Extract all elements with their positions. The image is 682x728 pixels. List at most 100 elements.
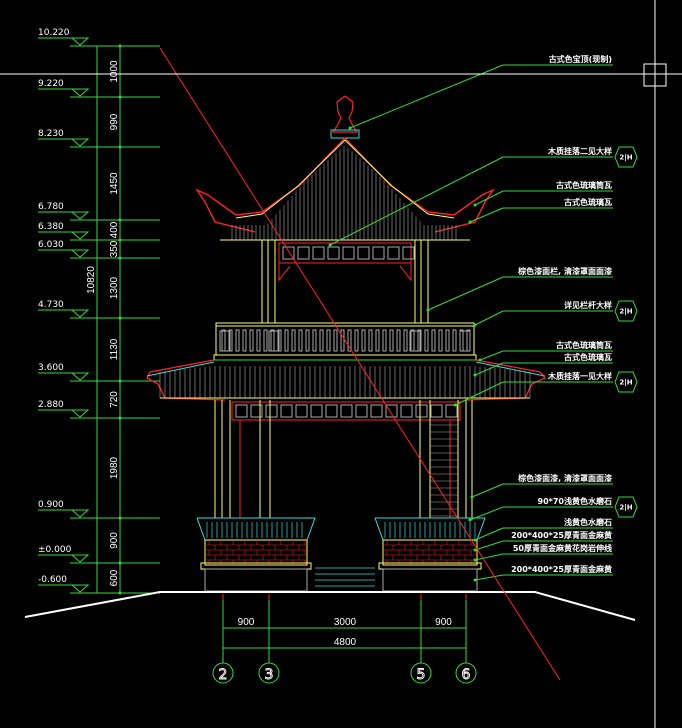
lattice-panel xyxy=(327,246,340,260)
lattice-panel xyxy=(325,404,338,418)
callout-reference: 2|H xyxy=(619,308,632,317)
elevation-label: 6.030 xyxy=(38,240,64,250)
callout-hexagon xyxy=(614,146,638,168)
leader-dot xyxy=(348,126,352,130)
dim-tick xyxy=(118,44,122,48)
elevation-label: 10.220 xyxy=(38,28,70,38)
callout-reference: 2|H xyxy=(619,379,632,388)
baluster xyxy=(340,329,345,352)
leader-dot xyxy=(473,548,477,552)
finial-base xyxy=(330,129,360,139)
baluster xyxy=(298,329,303,352)
segment-dim-value: 720 xyxy=(109,391,120,408)
brick-base xyxy=(382,539,478,566)
baluster xyxy=(452,329,457,352)
baluster xyxy=(242,329,247,352)
lattice-panel xyxy=(265,404,278,418)
level-marker-icon xyxy=(71,88,90,97)
baluster xyxy=(382,329,387,352)
brick-base xyxy=(204,539,308,566)
dim-tick xyxy=(118,379,122,383)
dim-tick xyxy=(118,256,122,260)
lattice-panel xyxy=(372,246,385,260)
leader-line xyxy=(474,362,504,376)
leader-dot xyxy=(473,578,477,582)
total-width-value: 4800 xyxy=(334,637,357,648)
lattice-panel xyxy=(385,404,398,418)
segment-dim-value: 400 xyxy=(109,221,120,238)
segment-dim-value: 900 xyxy=(109,532,120,549)
level-marker-icon xyxy=(71,138,90,147)
lattice-panel xyxy=(340,404,353,418)
leader-line xyxy=(349,64,504,129)
material-note: 古式色琉璃瓦 xyxy=(564,352,612,362)
callout-hexagon xyxy=(614,371,638,393)
material-note: 50厚青面金麻黄花岗岩伸线 xyxy=(513,543,612,553)
bay-dim-value: 3000 xyxy=(334,617,357,628)
material-note: 古式色宝顶(现制) xyxy=(549,54,612,64)
baluster xyxy=(326,329,331,352)
baluster xyxy=(270,329,275,352)
leader-dot xyxy=(473,323,477,327)
leader-dot xyxy=(473,558,477,562)
baluster xyxy=(221,329,226,352)
leader-dot xyxy=(453,403,457,407)
bay-dim-value: 900 xyxy=(435,617,452,628)
axis-bubble xyxy=(258,662,280,684)
elevation-label: ±0.000 xyxy=(38,545,72,555)
detail-callout-icon: 2|H xyxy=(614,371,638,393)
elevation-label: 4.730 xyxy=(38,300,64,310)
plinth xyxy=(378,562,482,570)
baluster xyxy=(312,329,317,352)
leader-dot xyxy=(478,358,482,362)
lattice-panel xyxy=(370,404,383,418)
level-marker-icon xyxy=(71,249,90,258)
detail-callout-icon: 2|H xyxy=(614,146,638,168)
lattice-panel xyxy=(402,246,415,260)
bracket xyxy=(399,263,412,282)
callout-hexagon xyxy=(614,300,638,322)
level-marker-icon xyxy=(71,309,90,318)
callout-hexagon xyxy=(614,496,638,518)
baluster xyxy=(291,329,296,352)
segment-dim-value: 1000 xyxy=(109,60,120,83)
foundation xyxy=(204,568,308,592)
bracket xyxy=(278,263,291,282)
dim-tick xyxy=(118,95,122,99)
leader-line xyxy=(474,527,504,541)
segment-dim-value: 1980 xyxy=(109,456,120,479)
detail-callout-icon: 2|H xyxy=(614,300,638,322)
upper-roof-ridge-left xyxy=(235,139,346,219)
elevation-label: 0.900 xyxy=(38,500,64,510)
leader-line xyxy=(479,350,504,361)
elevation-label: -0.600 xyxy=(38,575,67,585)
segment-dim-value: 600 xyxy=(109,569,120,586)
material-note: 详见栏杆大样 xyxy=(564,300,612,310)
lower-lattice-frieze xyxy=(231,401,461,421)
segment-dim-value: 990 xyxy=(109,113,120,130)
lattice-panel xyxy=(295,404,308,418)
lattice-panel xyxy=(282,246,295,260)
lattice-panel xyxy=(387,246,400,260)
level-marker-icon xyxy=(71,509,90,518)
baluster xyxy=(445,329,450,352)
elevation-label: 6.380 xyxy=(38,222,64,232)
lattice-panel xyxy=(400,404,413,418)
leader-line xyxy=(474,553,504,561)
level-marker-icon xyxy=(71,372,90,381)
lattice-panel xyxy=(357,246,370,260)
leader-dot xyxy=(426,308,430,312)
total-height-value: 10820 xyxy=(86,266,97,294)
axis-bubble xyxy=(212,662,234,684)
elevation-label: 8.230 xyxy=(38,129,64,139)
upper-roof-right xyxy=(344,137,495,233)
dim-tick xyxy=(118,145,122,149)
leader-line xyxy=(454,381,504,406)
material-note: 古式色琉璃筒瓦 xyxy=(556,340,612,350)
lattice-panel xyxy=(312,246,325,260)
dim-tick xyxy=(118,591,122,595)
baluster xyxy=(333,329,338,352)
material-note: 200*400*25厚青面金麻黄 xyxy=(511,530,612,540)
